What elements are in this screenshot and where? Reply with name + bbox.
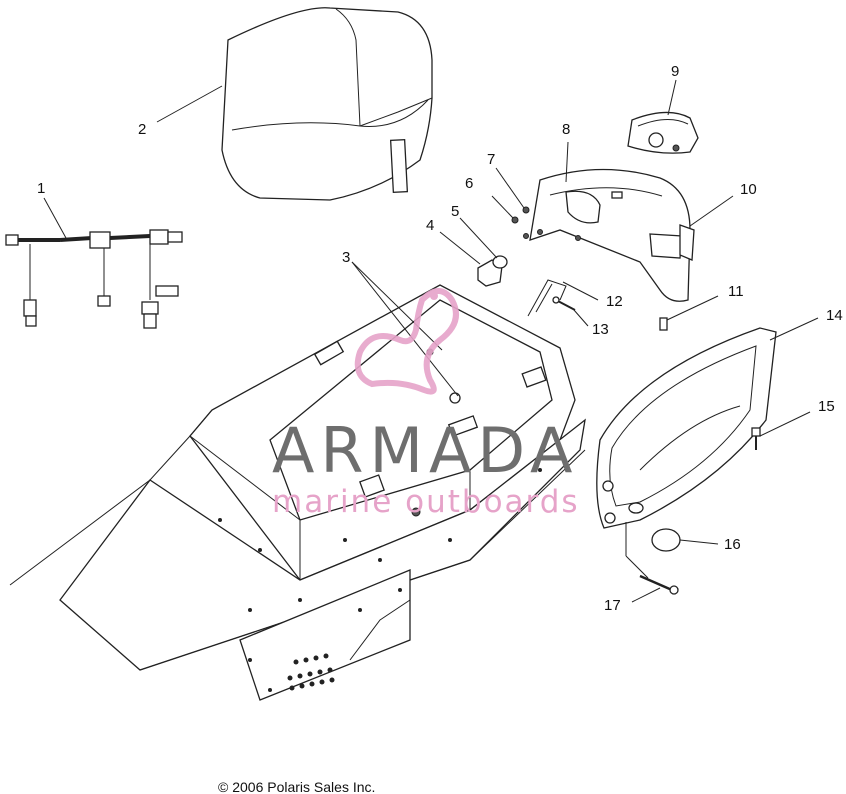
part-11-pin [659,317,668,331]
callout-5: 5 [451,203,459,220]
part-7-nut [522,206,530,214]
part-12-rod [527,279,567,317]
callout-13: 13 [592,321,609,338]
callout-1: 1 [37,180,45,197]
part-15-bolt [751,427,761,450]
part-6-nut [511,216,519,224]
callout-labels: 1 2 3 4 5 6 7 8 9 10 11 12 13 14 15 16 1… [37,63,843,614]
callout-9: 9 [671,63,679,80]
callout-11: 11 [728,283,744,300]
callout-10: 10 [740,181,757,198]
part-16-plug [651,528,681,552]
copyright-text: © 2006 Polaris Sales Inc. [218,779,375,794]
callout-4: 4 [426,217,434,234]
watermark-tagline: marine outboards [272,484,580,520]
vent-holes [218,468,542,692]
part-8-taillight-housing [523,168,691,302]
part-13-screw [552,296,576,311]
callout-2: 2 [138,121,146,138]
callout-3: 3 [342,249,350,266]
callout-8: 8 [562,121,570,138]
seahorse-logo-icon [354,288,459,395]
callout-16: 16 [724,536,741,553]
part-5-grommet [492,255,508,269]
callout-7: 7 [487,151,495,168]
watermark-brand: ARMADA [272,414,578,487]
part-3-chassis [9,284,586,701]
part-10-bracket [679,224,695,261]
part-2-seat [221,7,433,201]
watermark: ARMADA marine outboards [272,288,580,520]
callout-15: 15 [818,398,835,415]
leader-lines [43,79,819,603]
callout-17: 17 [604,597,621,614]
part-17-pin [639,574,679,595]
part-14-side-panel [596,327,777,529]
callout-6: 6 [465,175,473,192]
callout-12: 12 [606,293,623,310]
part-1-harness [5,229,183,329]
callout-14: 14 [826,307,843,324]
part-9-lens [627,111,699,154]
